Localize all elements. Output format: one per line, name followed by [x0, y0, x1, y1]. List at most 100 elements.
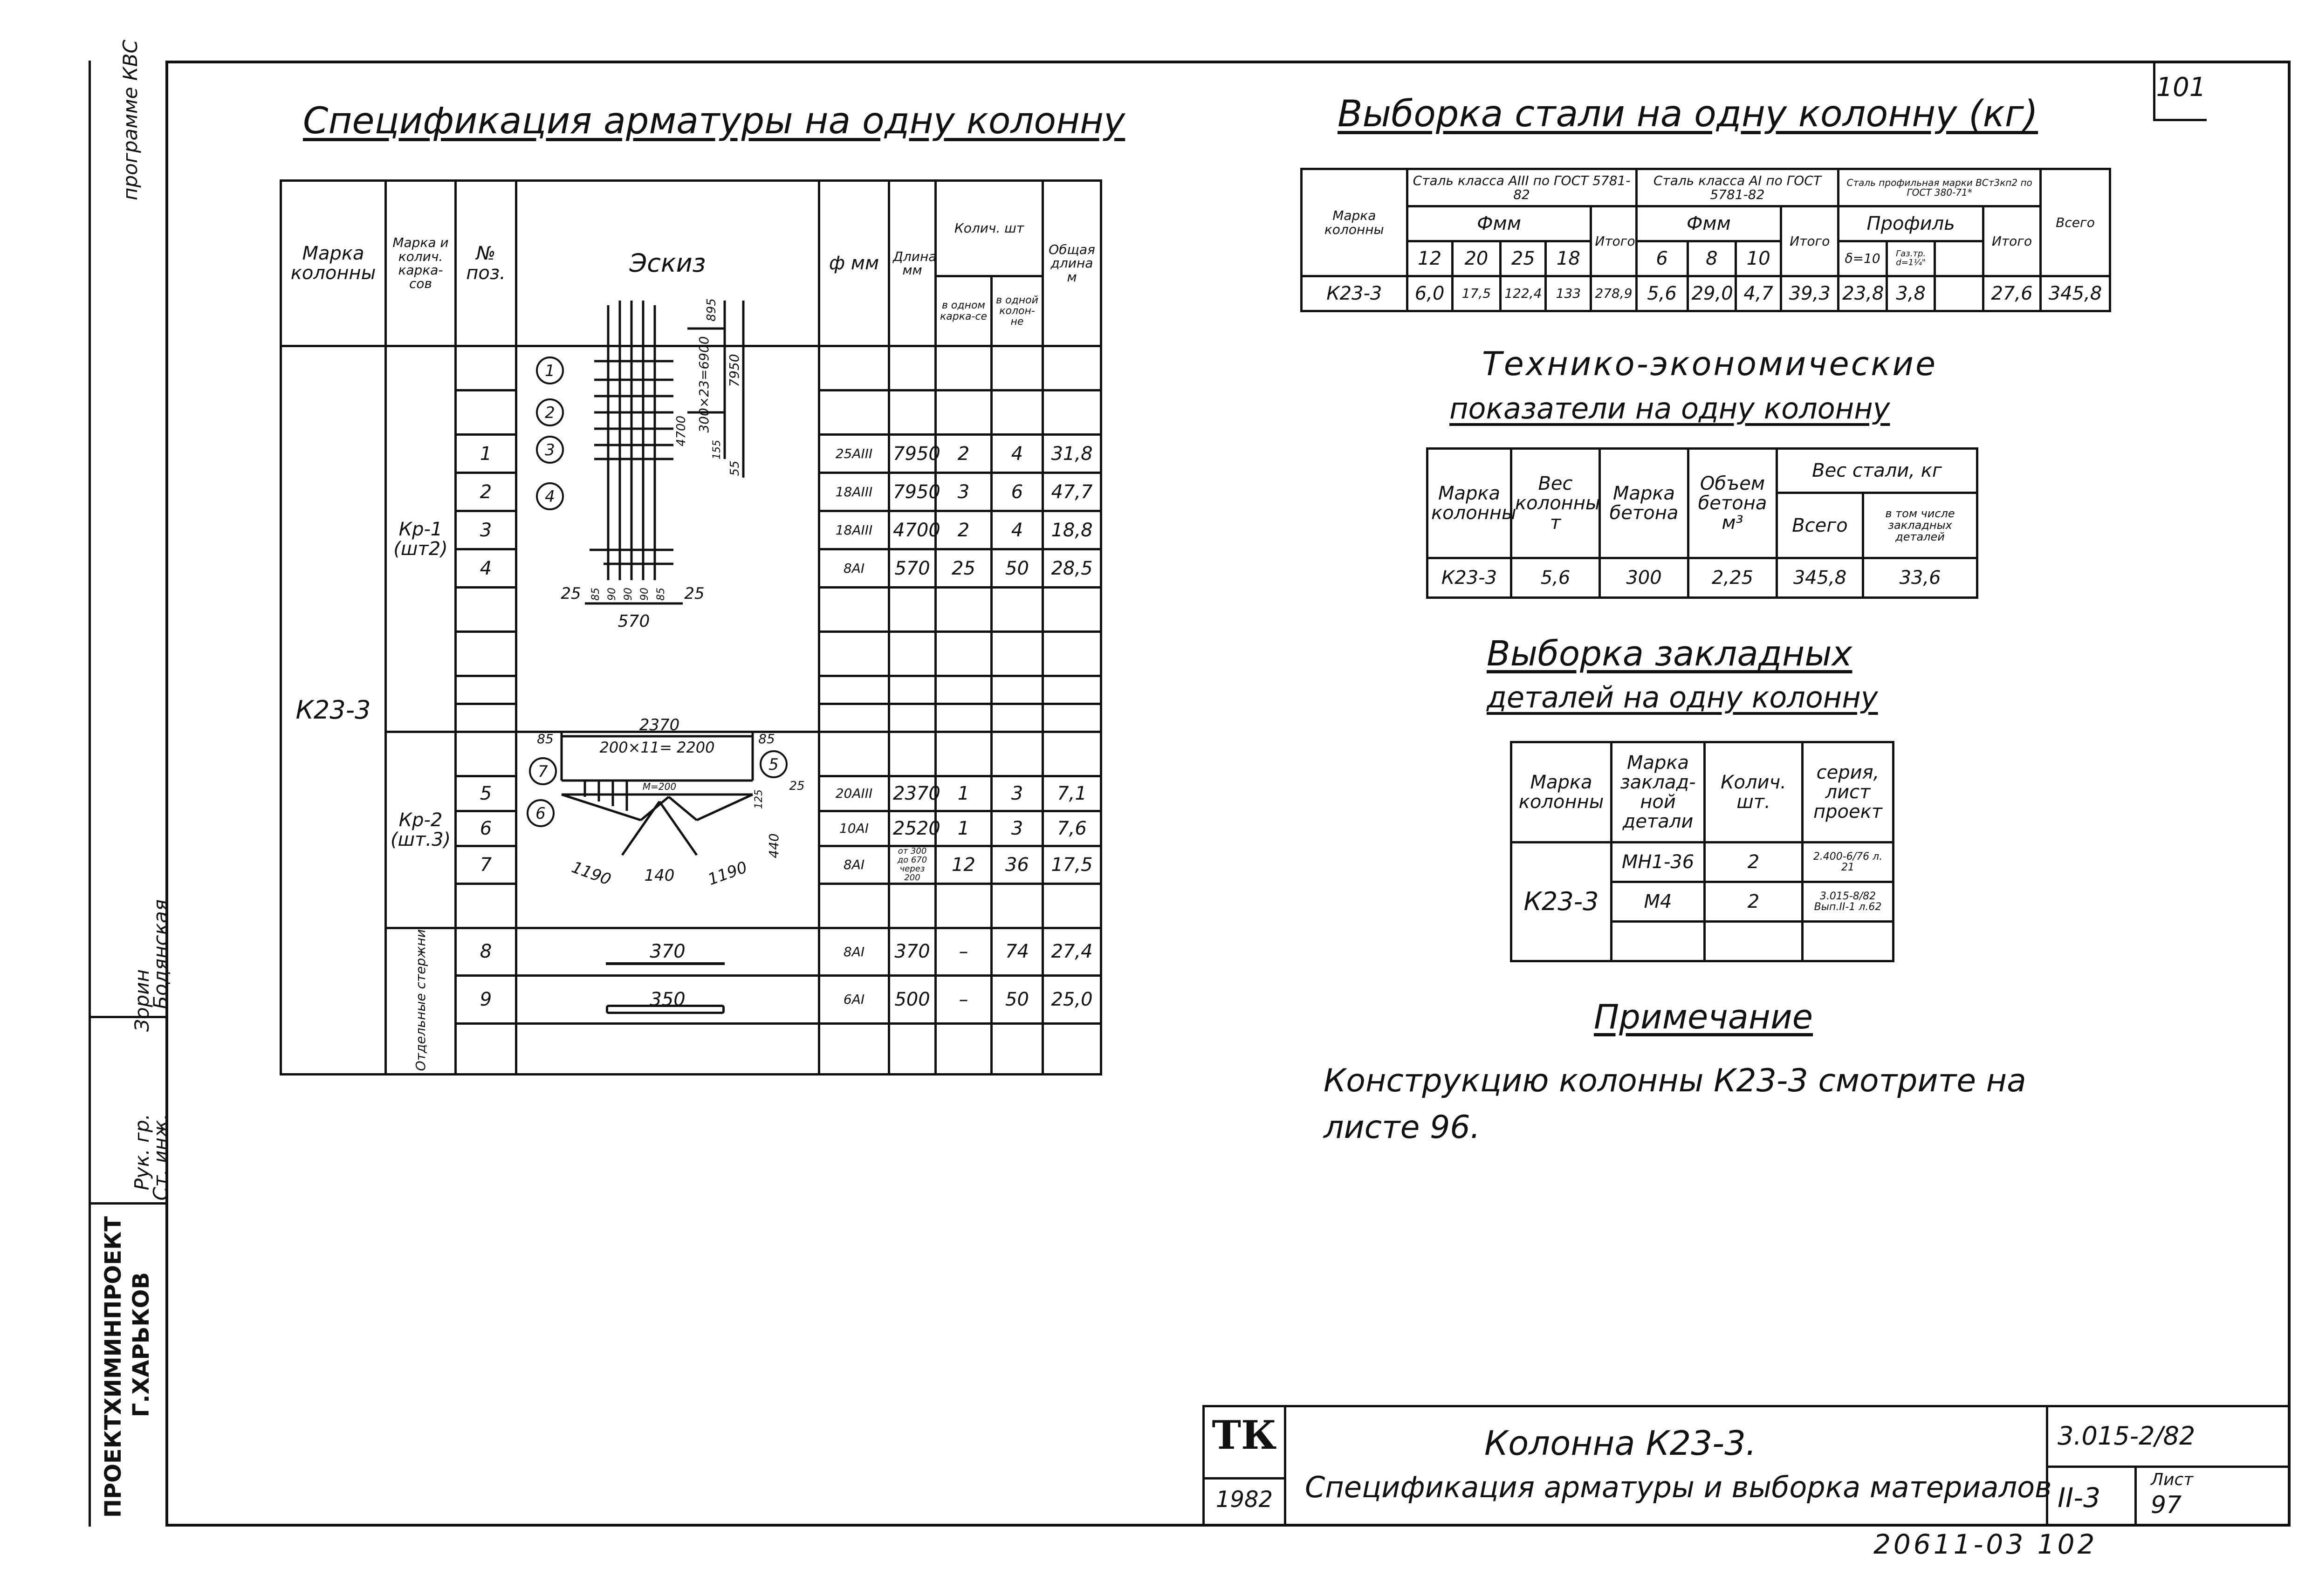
page-number-box: 101 [2153, 63, 2207, 121]
note-text-1: Конструкцию колонны К23-3 смотрите на [1324, 1062, 2026, 1099]
steel-table: Марка колонны Сталь класса АIII по ГОСТ … [1300, 168, 2111, 312]
len-4: 570 [888, 548, 937, 589]
diam-5: 20АIII [818, 775, 890, 812]
tech-hdr-mark: Марка колонны [1426, 447, 1516, 559]
org-line-2: Г.ХАРЬКОВ [128, 1272, 154, 1418]
q1-8: – [934, 926, 993, 977]
len-3: 4700 [888, 510, 940, 550]
tech-hdr-emb: в том числе закладных деталей [1861, 492, 1979, 559]
len-6: 2520 [888, 810, 940, 847]
tech-emb: 33,6 [1861, 557, 1979, 599]
diam-9: 6АI [818, 974, 890, 1025]
dim-6900: 300×23=6900 [696, 336, 712, 432]
a3-d-25: 25 [1499, 240, 1547, 277]
steel-hdr-a3: Сталь класса АIII по ГОСТ 5781-82 [1406, 168, 1638, 207]
pos-3: 3 [454, 510, 517, 550]
dim-w-right: 25 [684, 584, 704, 603]
a3-d-20: 20 [1451, 240, 1502, 277]
emb-hdr-mark: Марка колонны [1510, 741, 1612, 843]
q2-1: 4 [990, 433, 1044, 474]
hdr-qty-frame: в одном карка-се [934, 275, 993, 347]
dim-7950: 7950 [727, 354, 742, 387]
tech-concrete: 300 [1599, 557, 1689, 599]
hdr-mark: Марка колонны [280, 179, 387, 347]
org-line-1: ПРОЕКТХИМИНПРОЕКТ [100, 1216, 126, 1518]
steel-a3-18: 133 [1544, 275, 1592, 312]
title-stamp: ТК 1982 Колонна К23-3. Спецификация арма… [1202, 1405, 2290, 1526]
prof-plate: δ=10 [1837, 240, 1888, 277]
callout-5: 5 [768, 755, 779, 774]
pos-9: 9 [454, 974, 517, 1025]
emb-part-1: МН1-36 [1610, 841, 1706, 883]
dim-155: 155 [711, 440, 723, 459]
pos-8: 8 [454, 926, 517, 977]
spec-title: Спецификация арматуры на одну колонну [303, 100, 1125, 142]
steel-hdr-total-a3: Итого [1590, 205, 1638, 277]
len-7: от 300 до 670 через 200 [888, 845, 937, 885]
diam-8: 8АI [818, 926, 890, 977]
q2-5: 3 [990, 775, 1044, 812]
pos-7: 7 [454, 845, 517, 885]
pos-6: 6 [454, 810, 517, 847]
tech-title-1: Технико-экономические [1482, 345, 1938, 383]
total-8: 27,4 [1042, 926, 1103, 977]
dim-sp-2: 90 [606, 588, 618, 601]
a3-d-18: 18 [1544, 240, 1592, 277]
emb-ref-1: 2.400-6/76 л. 21 [1801, 841, 1894, 883]
steel-a3-total: 278,9 [1590, 275, 1638, 312]
steel-hdr-all: Всего [2039, 168, 2111, 277]
steel-a3-20: 17,5 [1451, 275, 1502, 312]
q2-2: 6 [990, 472, 1044, 512]
steel-prof-plate: 23,8 [1837, 275, 1888, 312]
q2-7: 36 [990, 845, 1044, 885]
frame-bottom [165, 1524, 2291, 1527]
tech-hdr-all: Всего [1776, 492, 1864, 559]
stamp-year: 1982 [1215, 1486, 1273, 1513]
stamp-series: 3.015-2/82 [2058, 1421, 2195, 1451]
callout-7: 7 [538, 762, 548, 781]
steel-a1-6: 5,6 [1635, 275, 1689, 312]
q2-8: 74 [990, 926, 1044, 977]
tech-title-2: показатели на одну колонну [1449, 391, 1890, 425]
emb-ref-2: 3.015-8/82 Вып.II-1 л.62 [1801, 881, 1894, 923]
hdr-pos: № поз. [454, 179, 517, 347]
steel-a3-25: 122,4 [1499, 275, 1547, 312]
sketch-8-dim: 370 [650, 941, 686, 963]
total-3: 18,8 [1042, 510, 1103, 550]
group-kr1: Кр-1 (шт2) [384, 345, 457, 733]
stamp-tk: ТК [1212, 1412, 1277, 1458]
total-5: 7,1 [1042, 775, 1103, 812]
sketch-8-cell: 370 [515, 926, 820, 977]
dim-1190-left: 1190 [569, 858, 613, 889]
note-text-2: листе 96. [1324, 1109, 1481, 1146]
tech-hdr-volume: Объем бетона м³ [1687, 447, 1778, 559]
callout-1: 1 [545, 362, 555, 380]
name-2: Бодянская [149, 899, 172, 1009]
steel-a1-10: 4,7 [1735, 275, 1783, 312]
dim-angle: М=200 [643, 781, 676, 792]
tech-mark: К23-3 [1426, 557, 1512, 599]
a1-d-10: 10 [1735, 240, 1783, 277]
dim-440: 440 [766, 833, 782, 858]
frame-top [165, 61, 2291, 63]
dim-55: 55 [728, 460, 742, 476]
stamp-section: II-3 [2058, 1482, 2101, 1514]
q1-2: 3 [934, 472, 993, 512]
page-number: 101 [2156, 72, 2206, 103]
steel-all: 345,8 [2039, 275, 2111, 312]
q1-6: 1 [934, 810, 993, 847]
steel-hdr-mark: Марка колонны [1300, 168, 1408, 277]
steel-prof-pipe: 3,8 [1885, 275, 1936, 312]
emb-title-2: деталей на одну колонну [1487, 680, 1878, 714]
frame-right [2288, 61, 2291, 1527]
steel-hdr-total-a1: Итого [1780, 205, 1840, 277]
pos-1: 1 [454, 433, 517, 474]
dim-85-left: 85 [537, 731, 554, 747]
hdr-sketch: Эскиз [515, 179, 820, 347]
q1-3: 2 [934, 510, 993, 550]
steel-a1-8: 29,0 [1686, 275, 1737, 312]
steel-hdr-prof: Сталь профильная марки ВСт3кп2 по ГОСТ 3… [1837, 168, 2042, 207]
diam-1: 25АIII [818, 433, 890, 474]
diam-3: 18АIII [818, 510, 890, 550]
steel-hdr-phi-a3: Фмм [1406, 205, 1592, 242]
